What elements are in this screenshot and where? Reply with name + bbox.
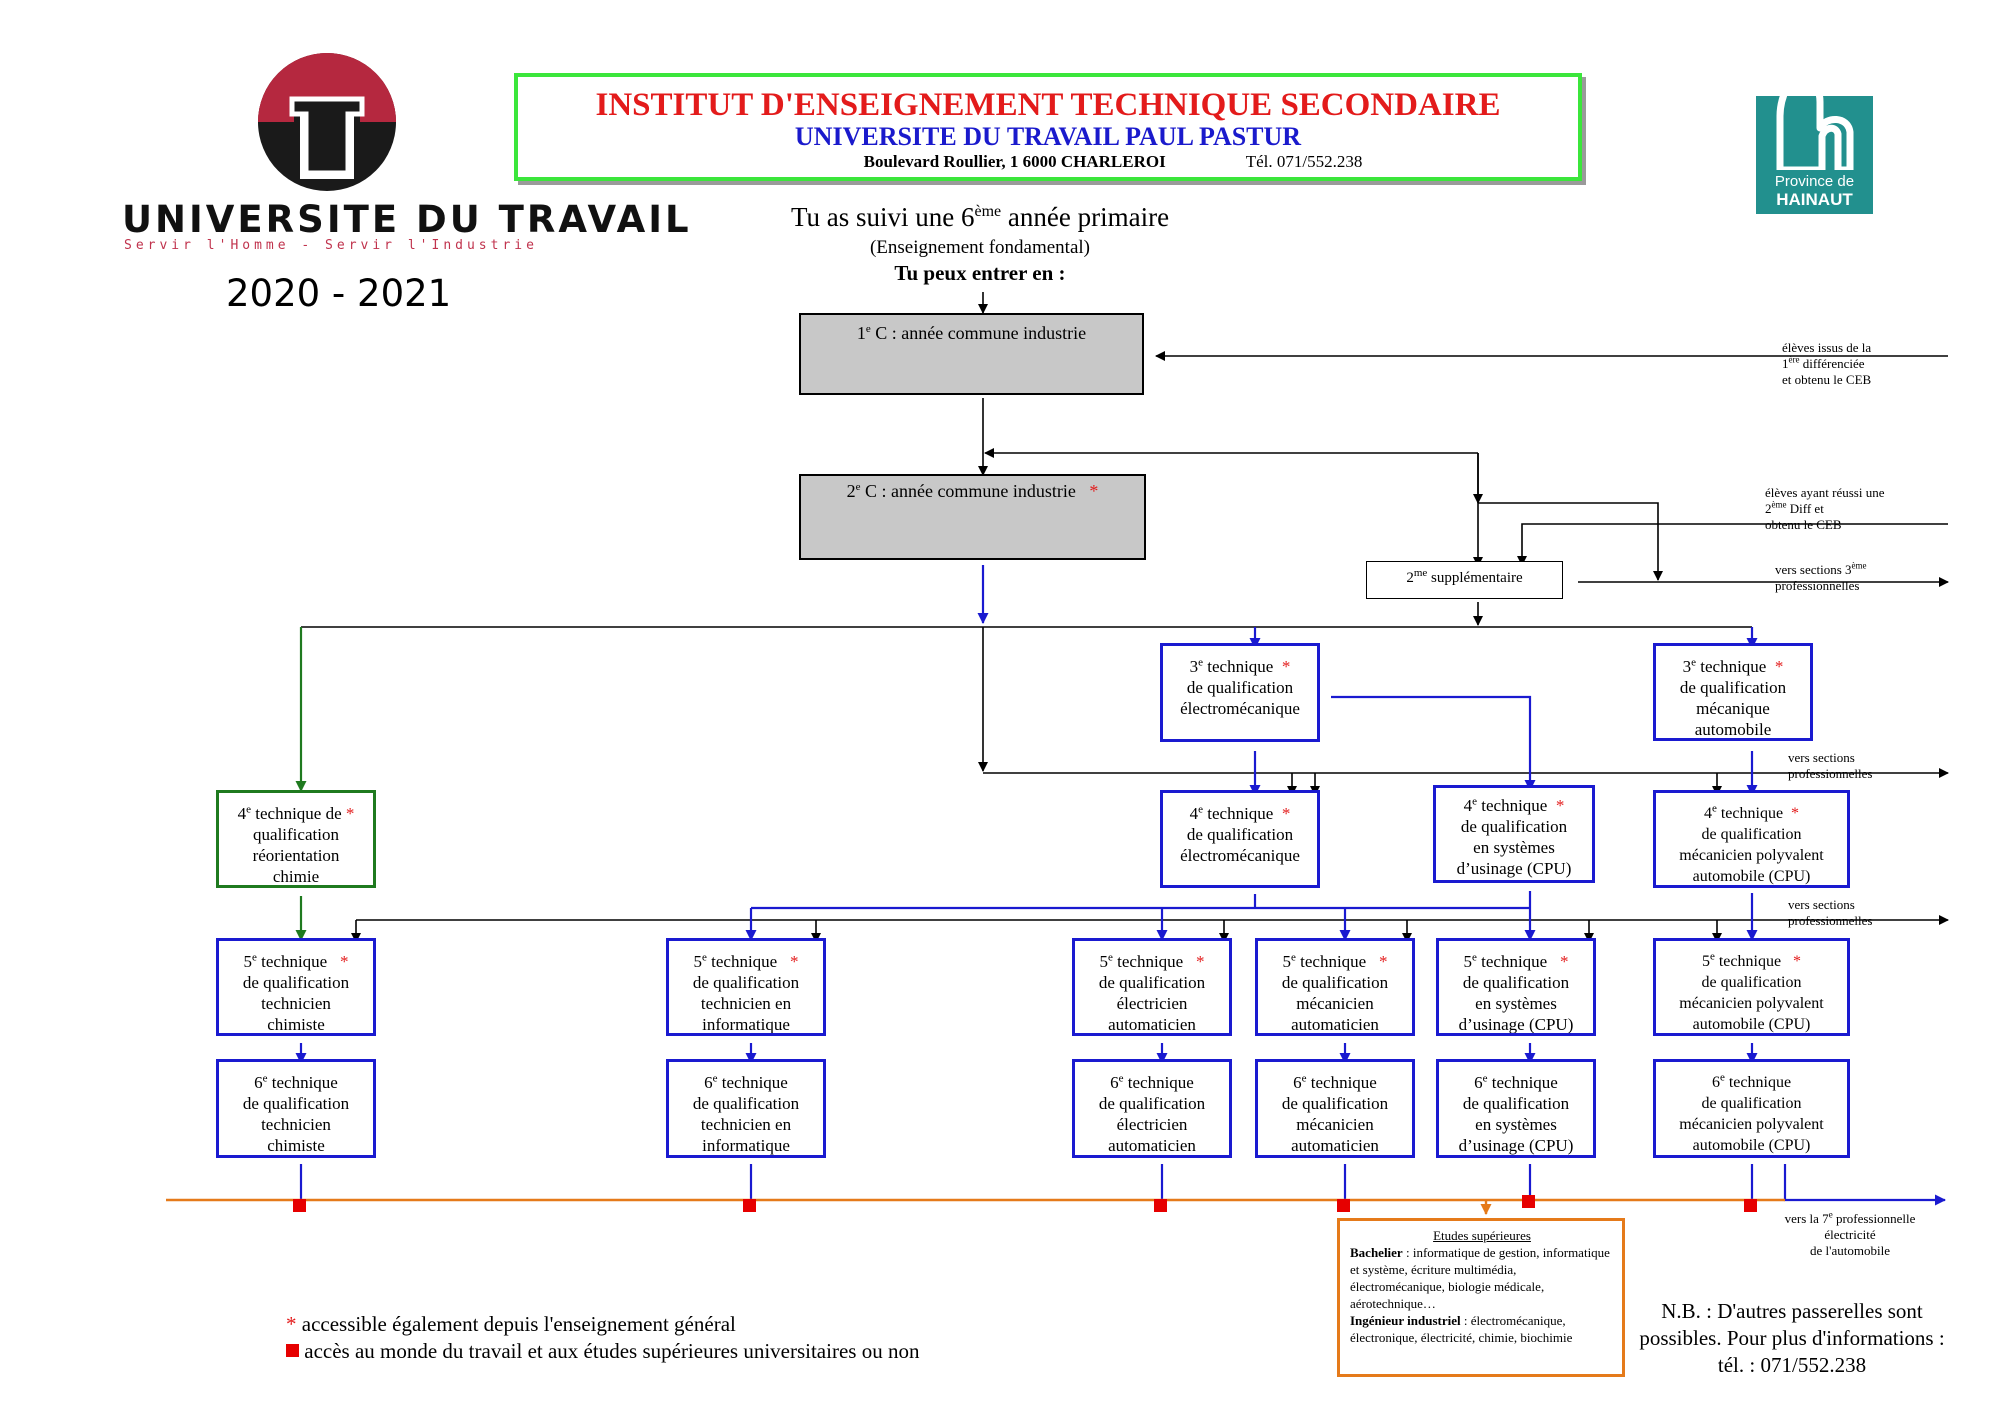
logo-name: UNIVERSITE DU TRAVAIL [122,198,692,241]
box-5-electricien-automaticien: 5e technique * de qualification électric… [1072,938,1232,1036]
arrow-7pro [1783,1164,1946,1206]
bird-icon [1776,58,1854,170]
institute-header: INSTITUT D'ENSEIGNEMENT TECHNIQUE SECOND… [514,73,1582,181]
note-vers-sections-pro-2: vers sections professionnelles [1788,897,1873,928]
note-7eme-professionnelle: vers la 7e professionnelle électricité d… [1784,1209,1916,1258]
box-6-technicien-chimiste: 6e technique de qualification technicien… [216,1059,376,1158]
box-4-electromecanique: 4e technique * de qualification électrom… [1160,790,1320,888]
province-hainaut-logo: Province de HAINAUT [1756,58,1873,214]
note-vers-sections-3eme: vers sections 3ème professionnelles [1775,560,1867,593]
box-6-mecanicien-polyvalent: 6e technique de qualification mécanicien… [1653,1059,1850,1158]
etudes-title: Etudes supérieures [1433,1228,1531,1243]
box-5-mecanicien-polyvalent: 5e technique * de qualification mécanici… [1653,938,1850,1036]
box-5-technicien-informatique: 5e technique * de qualification technici… [666,938,826,1036]
etudes-superieures-box: Etudes supérieures Bachelier : informati… [1337,1218,1625,1377]
marker-square [1337,1199,1350,1212]
arrow-note2-supp [1517,523,1948,566]
nb-note: N.B. : D'autres passerelles sont possibl… [1639,1299,1945,1377]
box-5-mecanicien-automaticien: 5e technique * de qualification mécanici… [1255,938,1415,1036]
box-2c: 2e C : année commune industrie * [799,474,1146,560]
intro-line2: (Enseignement fondamental) [869,237,1090,258]
header-subtitle: UNIVERSITE DU TRAVAIL PAUL PASTUR [794,122,1302,151]
box-6-systemes-usinage: 6e technique de qualification en système… [1436,1059,1596,1158]
legend-square-icon [286,1344,299,1357]
school-year: 2020 - 2021 [226,272,452,315]
header-phone: Tél. 071/552.238 [1245,152,1363,171]
logo-tagline: Servir l'Homme - Servir l'Industrie [124,238,538,253]
box-3-electromecanique: 3e technique * de qualification électrom… [1160,643,1320,742]
note-2eme-diff: élèves ayant réussi une 2ème Diff et obt… [1765,485,1885,532]
box-3-mecanique-automobile: 3e technique * de qualification mécaniqu… [1653,643,1813,741]
marker-square [1744,1199,1757,1212]
box-4-systemes-usinage: 4e technique * de qualification en systè… [1433,785,1595,883]
intro-line1: Tu as suivi une 6ème année primaire [790,202,1170,232]
marker-square [1154,1199,1167,1212]
hainaut-line2: HAINAUT [1776,190,1853,209]
box-6-electricien-automaticien: 6e technique de qualification électricie… [1072,1059,1232,1158]
note-1ere-differenciee: élèves issus de la 1ère différenciée et … [1782,340,1872,387]
marker-square [293,1199,306,1212]
legend-star: * accessible également depuis l'enseigne… [286,1312,736,1336]
marker-square [743,1199,756,1212]
box-6-mecanicien-automaticien: 6e technique de qualification mécanicien… [1255,1059,1415,1158]
box-5-technicien-chimiste: 5e technique * de qualification technici… [216,938,376,1036]
header-address: Boulevard Roullier, 1 6000 CHARLEROI [863,152,1166,171]
note-vers-sections-pro-1: vers sections professionnelles [1788,750,1873,781]
intro-line3: Tu peux entrer en : [894,261,1066,285]
box-4-mecanicien-polyvalent: 4e technique * de qualification mécanici… [1653,790,1850,888]
header-title: INSTITUT D'ENSEIGNEMENT TECHNIQUE SECOND… [595,87,1501,123]
universite-du-travail-logo-icon [258,53,396,191]
box-2-supplementaire: 2me supplémentaire [1366,561,1563,599]
box-4-reorientation-chimie: 4e technique de * qualification réorient… [216,790,376,888]
hainaut-line1: Province de [1774,173,1855,190]
box-6-technicien-informatique: 6e technique de qualification technicien… [666,1059,826,1158]
marker-square [1522,1195,1535,1208]
box-1c: 1e C : année commune industrie [799,313,1144,395]
box-5-systemes-usinage: 5e technique * de qualification en systè… [1436,938,1596,1036]
legend-square: accès au monde du travail et aux études … [286,1339,919,1364]
